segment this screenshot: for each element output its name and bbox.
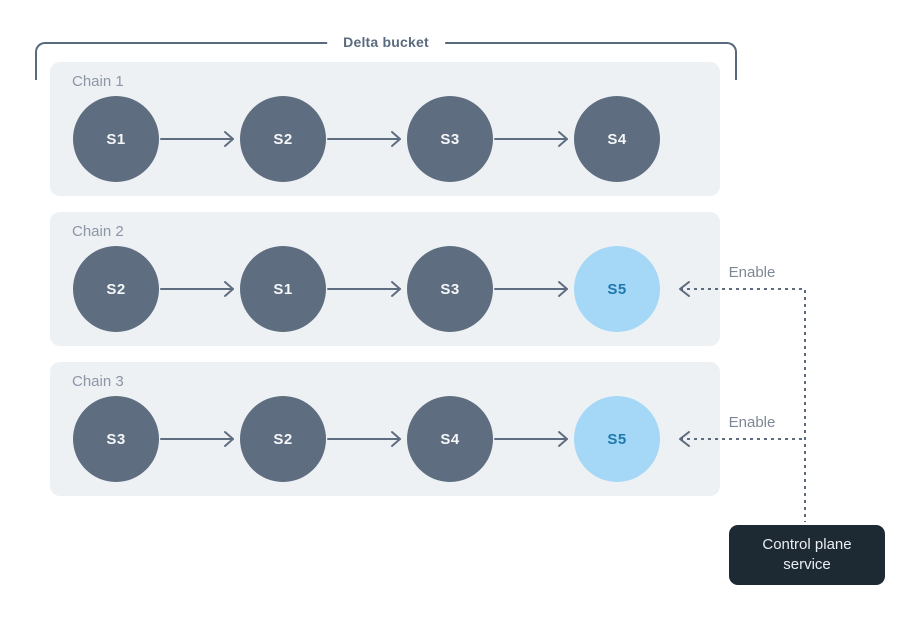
- arrow-right-icon: [327, 431, 401, 447]
- chain-3-panel: Chain 3 S3 S2 S4 S5: [50, 362, 720, 496]
- arrow-right-icon: [160, 431, 234, 447]
- node-s3: S3: [407, 246, 493, 332]
- node-label: S3: [440, 130, 460, 148]
- node-s4: S4: [407, 396, 493, 482]
- node-s1: S1: [240, 246, 326, 332]
- node-label: S4: [440, 430, 460, 448]
- node-s1: S1: [73, 96, 159, 182]
- node-label: S2: [273, 430, 293, 448]
- node-label: S5: [607, 280, 627, 298]
- node-s4: S4: [574, 96, 660, 182]
- enable-label-chain-3: Enable: [728, 414, 776, 431]
- delta-bucket-label: Delta bucket: [327, 34, 445, 50]
- node-label: S5: [607, 430, 627, 448]
- arrow-right-icon: [160, 281, 234, 297]
- chain-2-label: Chain 2: [72, 223, 124, 240]
- node-s3: S3: [407, 96, 493, 182]
- arrow-right-icon: [494, 281, 568, 297]
- arrow-right-icon: [160, 131, 234, 147]
- node-label: S1: [106, 130, 126, 148]
- node-label: S3: [106, 430, 126, 448]
- chain-2-panel: Chain 2 S2 S1 S3 S5: [50, 212, 720, 346]
- node-s3: S3: [73, 396, 159, 482]
- node-label: S2: [106, 280, 126, 298]
- node-s2: S2: [73, 246, 159, 332]
- arrow-right-icon: [327, 131, 401, 147]
- node-s2: S2: [240, 396, 326, 482]
- node-s2: S2: [240, 96, 326, 182]
- node-label: S2: [273, 130, 293, 148]
- arrow-right-icon: [494, 131, 568, 147]
- chain-1-label: Chain 1: [72, 73, 124, 90]
- control-plane-service-box: Control plane service: [729, 525, 885, 585]
- chain-3-label: Chain 3: [72, 373, 124, 390]
- node-label: S4: [607, 130, 627, 148]
- enable-label-chain-2: Enable: [728, 264, 776, 281]
- arrow-right-icon: [494, 431, 568, 447]
- node-label: S1: [273, 280, 293, 298]
- arrow-right-icon: [327, 281, 401, 297]
- node-s5-enabled: S5: [574, 246, 660, 332]
- node-s5-enabled: S5: [574, 396, 660, 482]
- control-plane-service-label: Control plane service: [762, 535, 852, 573]
- chain-1-panel: Chain 1 S1 S2 S3 S4: [50, 62, 720, 196]
- node-label: S3: [440, 280, 460, 298]
- delta-bucket-bracket: Delta bucket: [35, 34, 737, 80]
